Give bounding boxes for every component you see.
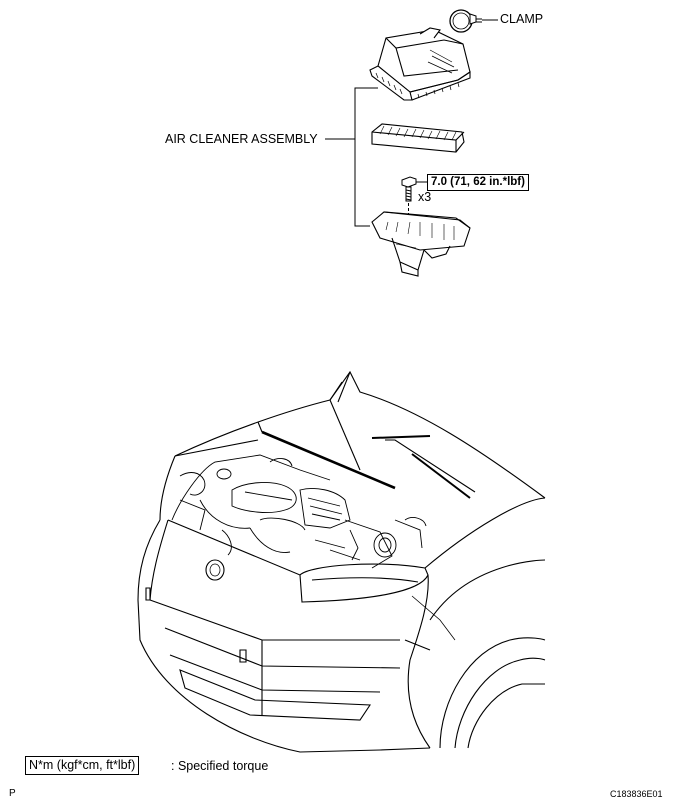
torque-spec-box: 7.0 (71, 62 in.*lbf) xyxy=(427,174,529,192)
clamp-part xyxy=(450,10,482,32)
engine-bay xyxy=(172,455,426,568)
front-tire xyxy=(440,638,545,748)
wiper-left xyxy=(372,436,430,438)
air-cleaner-cap xyxy=(370,28,470,100)
wheel-arch xyxy=(430,560,545,620)
clamp-label: CLAMP xyxy=(500,12,544,26)
figure-id: C183836E01 xyxy=(610,789,663,799)
wiper-right xyxy=(412,454,470,498)
air-cleaner-case xyxy=(372,212,470,276)
body-outline xyxy=(138,520,380,752)
vehicle-illustration xyxy=(138,372,545,752)
front-emblem xyxy=(206,560,224,580)
fender xyxy=(425,498,545,568)
air-filter-element xyxy=(372,124,464,152)
hood xyxy=(175,372,545,498)
assembly-bracket-line xyxy=(355,88,378,226)
footer-left-mark: P xyxy=(9,788,16,799)
bolt-quantity-label: x3 xyxy=(418,190,432,204)
headlight xyxy=(300,564,428,602)
hood-prop-rod xyxy=(262,432,395,488)
torque-unit-legend-box: N*m (kgf*cm, ft*lbf) xyxy=(25,756,140,775)
bolt-part xyxy=(402,177,416,232)
lower-grille xyxy=(180,670,370,720)
legend-description: : Specified torque xyxy=(171,759,269,773)
air-cleaner-assembly-label: AIR CLEANER ASSEMBLY xyxy=(165,132,318,146)
